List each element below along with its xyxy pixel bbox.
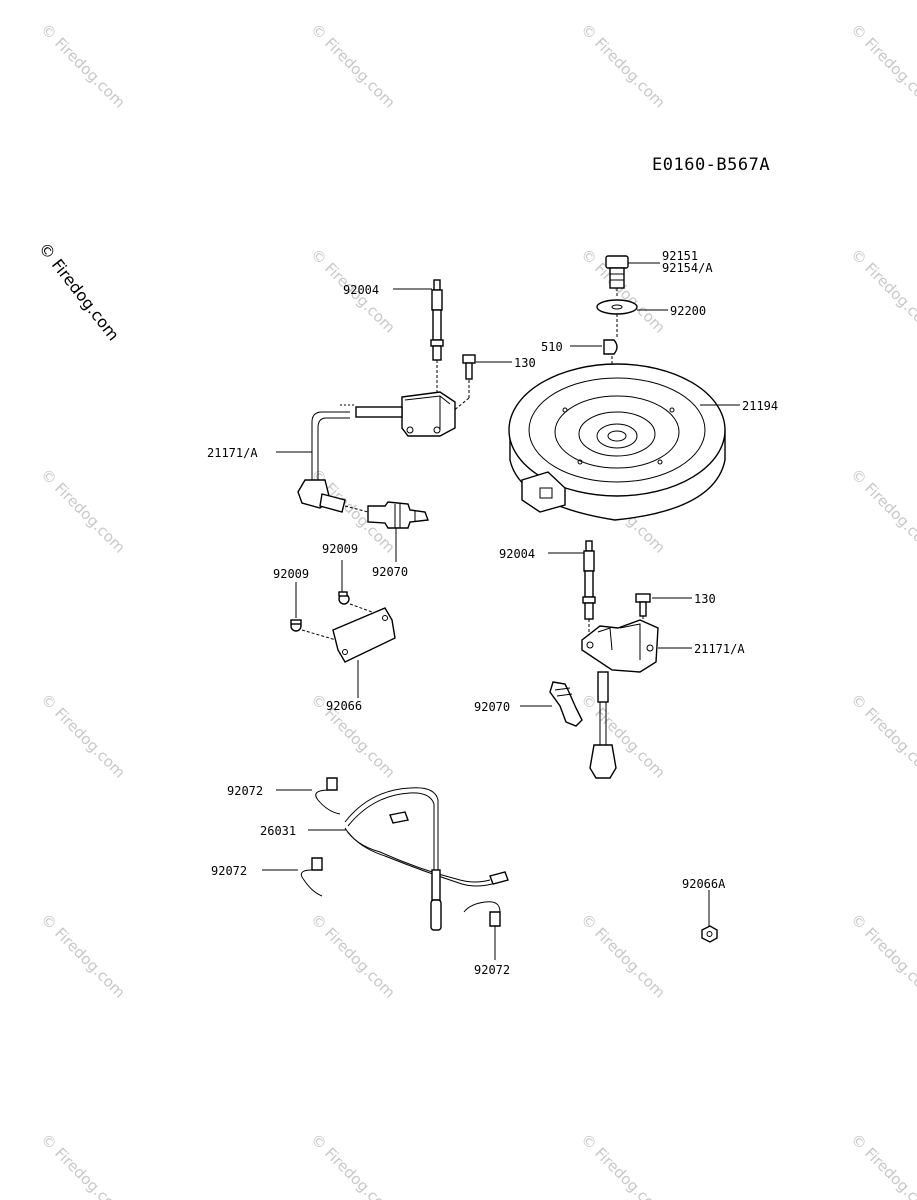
- ignition-coil-left: [276, 279, 512, 562]
- watermark: © Firedog.com: [37, 910, 129, 1002]
- plate-assembly: [290, 560, 396, 698]
- part-label-21171a-left: 21171/A: [207, 446, 258, 460]
- watermark: © Firedog.com: [37, 20, 129, 112]
- watermark-grid: © Firedog.com © Firedog.com © Firedog.co…: [37, 20, 917, 1200]
- ignition-coil-right: [520, 540, 692, 779]
- part-label-26031: 26031: [260, 824, 296, 838]
- watermark: © Firedog.com: [847, 20, 917, 112]
- part-label-92200: 92200: [670, 304, 706, 318]
- part-labels: 92004 130 21171/A 92070 92009 92009 9206…: [207, 249, 778, 977]
- part-label-92066a: 92066A: [682, 877, 726, 891]
- part-label-92072-b: 92072: [211, 864, 247, 878]
- watermark: © Firedog.com: [847, 465, 917, 557]
- part-label-92004-right: 92004: [499, 547, 535, 561]
- part-label-92070-left: 92070: [372, 565, 408, 579]
- part-label-92070-right: 92070: [474, 700, 510, 714]
- part-label-130-top: 130: [514, 356, 536, 370]
- part-label-92009-b: 92009: [273, 567, 309, 581]
- part-label-92072-c: 92072: [474, 963, 510, 977]
- copyright-notice: © Firedog.com: [35, 239, 123, 344]
- watermark: © Firedog.com: [37, 1130, 129, 1200]
- part-label-92066: 92066: [326, 699, 362, 713]
- wire-harness: [262, 777, 509, 960]
- watermark: © Firedog.com: [847, 1130, 917, 1200]
- part-label-92154a: 92154/A: [662, 261, 713, 275]
- watermark: © Firedog.com: [577, 1130, 669, 1200]
- watermark: © Firedog.com: [307, 1130, 399, 1200]
- part-label-21194: 21194: [742, 399, 778, 413]
- part-label-130-right: 130: [694, 592, 716, 606]
- watermark: © Firedog.com: [847, 245, 917, 337]
- watermark: © Firedog.com: [847, 690, 917, 782]
- watermark: © Firedog.com: [307, 910, 399, 1002]
- part-label-21171a-right: 21171/A: [694, 642, 745, 656]
- part-label-92072-a: 92072: [227, 784, 263, 798]
- part-label-92151: 92151: [662, 249, 698, 263]
- part-label-92009-a: 92009: [322, 542, 358, 556]
- watermark: © Firedog.com: [577, 20, 669, 112]
- watermark: © Firedog.com: [307, 20, 399, 112]
- watermark: © Firedog.com: [37, 465, 129, 557]
- diagram-code: E0160-B567A: [652, 155, 770, 175]
- nut-92066a: [701, 890, 718, 943]
- watermark: © Firedog.com: [847, 910, 917, 1002]
- part-label-92004-top: 92004: [343, 283, 379, 297]
- watermark: © Firedog.com: [37, 690, 129, 782]
- flywheel-assembly: [508, 255, 740, 521]
- watermark: © Firedog.com: [577, 910, 669, 1002]
- part-label-510: 510: [541, 340, 563, 354]
